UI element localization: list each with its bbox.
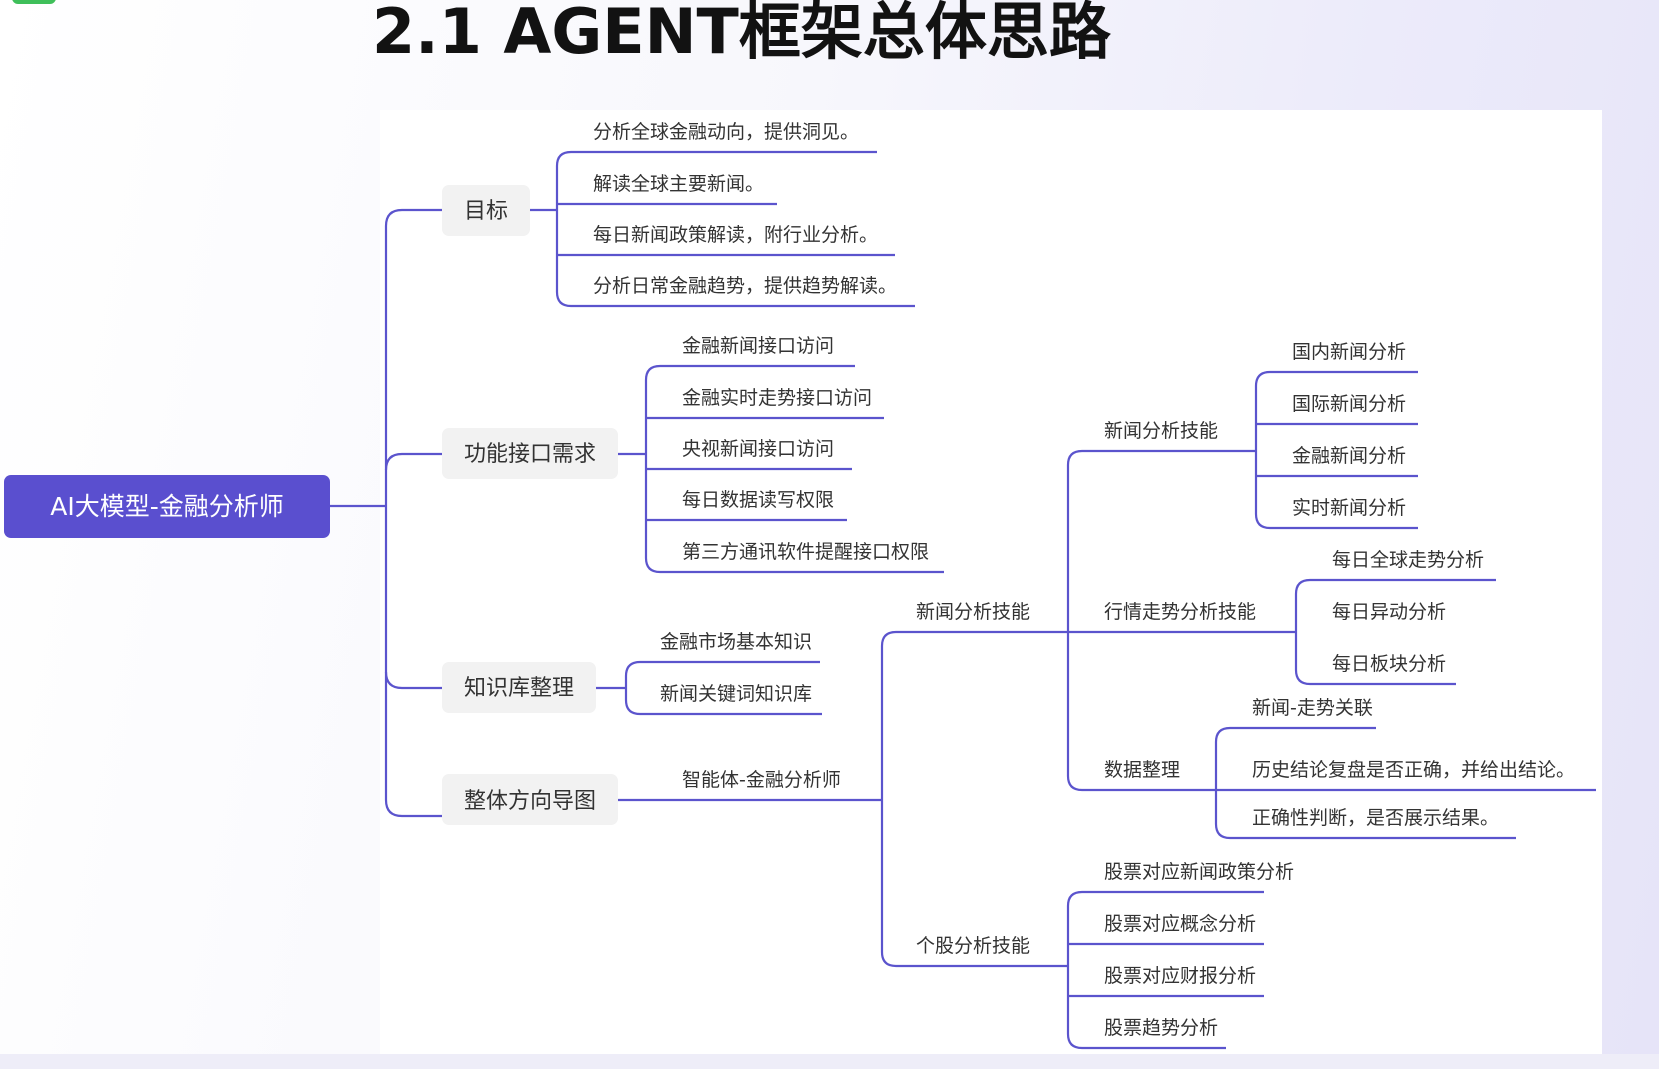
news-skill-label: 新闻分析技能 <box>916 601 1030 623</box>
overall-node-label: 整体方向导图 <box>464 789 596 814</box>
goal-item: 分析日常金融趋势，提供趋势解读。 <box>593 275 897 297</box>
stock-sub-edges <box>1066 890 1264 1050</box>
interface-item: 金融新闻接口访问 <box>682 335 834 357</box>
knowledge-node: 知识库整理 <box>442 662 596 713</box>
logo-badge <box>12 0 56 4</box>
goal-edges <box>530 150 915 308</box>
interface-item: 金融实时走势接口访问 <box>682 387 872 409</box>
goal-node: 目标 <box>442 185 530 236</box>
knowledge-item: 新闻关键词知识库 <box>660 683 812 705</box>
knowledge-node-box <box>442 662 596 713</box>
goal-item: 解读全球主要新闻。 <box>593 173 764 195</box>
news-item: 实时新闻分析 <box>1292 497 1406 519</box>
overall-edges <box>618 630 1068 968</box>
goal-node-box <box>442 185 530 236</box>
news-skill-edges <box>1066 449 1296 792</box>
root-edges <box>330 208 442 818</box>
root-node-box <box>4 475 330 538</box>
interface-node-box <box>442 428 618 479</box>
data-item: 正确性判断，是否展示结果。 <box>1252 807 1499 829</box>
page-title: 2.1 AGENT框架总体思路 <box>372 0 1111 68</box>
news-item: 国内新闻分析 <box>1292 341 1406 363</box>
overall-node-box <box>442 774 618 825</box>
goal-item: 每日新闻政策解读，附行业分析。 <box>593 224 878 246</box>
news-sub-edges <box>1254 370 1418 530</box>
knowledge-item: 金融市场基本知识 <box>660 631 812 653</box>
news-item: 国际新闻分析 <box>1292 393 1406 415</box>
trend-item: 每日板块分析 <box>1332 653 1446 675</box>
trend-sub-edges <box>1294 578 1496 686</box>
overall-node: 整体方向导图 <box>442 774 618 825</box>
data-item: 历史结论复盘是否正确，并给出结论。 <box>1252 759 1575 781</box>
interface-item: 每日数据读写权限 <box>682 489 834 511</box>
data-organize-label: 数据整理 <box>1104 759 1180 781</box>
bottom-band <box>0 1054 1659 1069</box>
interface-edges <box>618 364 944 574</box>
root-node-label: AI大模型-金融分析师 <box>50 492 284 521</box>
trend-item: 每日全球走势分析 <box>1332 549 1484 571</box>
root-node: AI大模型-金融分析师 <box>4 475 330 538</box>
interface-node: 功能接口需求 <box>442 428 618 479</box>
data-item: 新闻-走势关联 <box>1252 697 1373 719</box>
stock-item: 股票对应概念分析 <box>1104 912 1256 935</box>
stock-item: 股票趋势分析 <box>1104 1017 1218 1039</box>
stock-item: 股票对应财报分析 <box>1104 965 1256 987</box>
stock-item: 股票对应新闻政策分析 <box>1104 861 1294 883</box>
trend-item: 每日异动分析 <box>1332 601 1446 623</box>
agent-label: 智能体-金融分析师 <box>682 769 841 791</box>
knowledge-edges <box>596 660 822 716</box>
interface-item: 第三方通讯软件提醒接口权限 <box>682 541 929 563</box>
knowledge-node-label: 知识库整理 <box>464 676 574 701</box>
data-sub-edges <box>1214 726 1596 840</box>
mindmap-canvas <box>380 110 1602 1054</box>
trend-analysis-label: 行情走势分析技能 <box>1104 601 1256 623</box>
interface-item: 央视新闻接口访问 <box>682 438 834 460</box>
stock-skill-label: 个股分析技能 <box>916 935 1030 957</box>
goal-node-label: 目标 <box>464 199 508 224</box>
news-item: 金融新闻分析 <box>1292 445 1406 467</box>
interface-node-label: 功能接口需求 <box>464 442 596 467</box>
goal-item: 分析全球金融动向，提供洞见。 <box>593 121 859 143</box>
news-analysis-label: 新闻分析技能 <box>1104 420 1218 442</box>
